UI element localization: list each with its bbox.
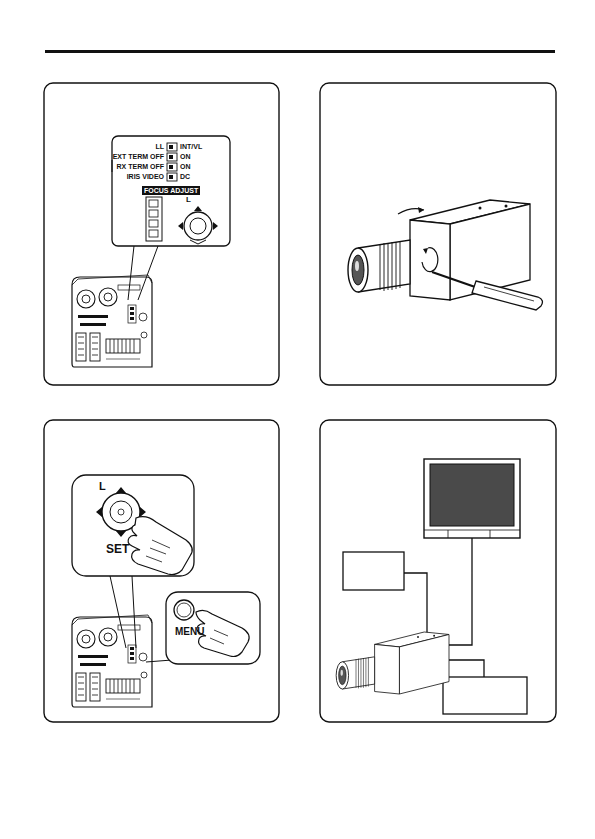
switch-setting: DC [180, 173, 190, 180]
control-title: FOCUS ADJUST [142, 186, 200, 195]
panel-switches [72, 136, 230, 367]
header-rule [45, 50, 555, 53]
switch-setting: ON [180, 153, 191, 160]
button-name: SET [106, 543, 129, 555]
switch-setting: INT/VL [180, 143, 202, 150]
panel-menu [72, 475, 260, 707]
button-name: MENU [175, 627, 204, 637]
panel-frames [44, 83, 556, 722]
control-mark: L [99, 481, 106, 492]
switch-name: IRIS VIDEO [127, 173, 164, 180]
control-mark: L [186, 196, 191, 204]
switch-name: RX TERM OFF [117, 163, 164, 170]
switch-name: LL [155, 143, 164, 150]
switch-name: EXT TERM OFF [113, 153, 164, 160]
panel-connection [336, 459, 527, 714]
switch-setting: ON [180, 163, 191, 170]
panel-focus [348, 200, 542, 310]
